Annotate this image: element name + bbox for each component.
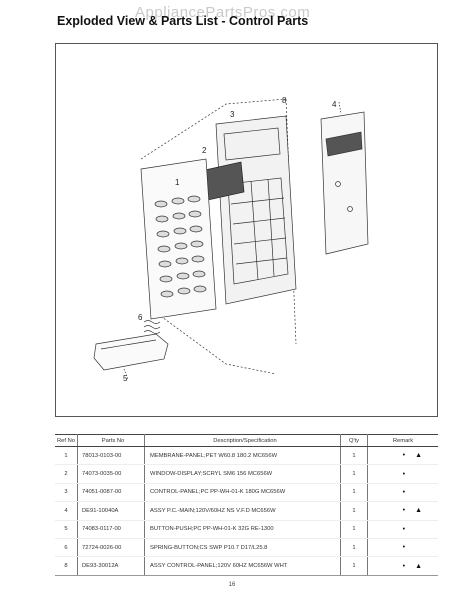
- cell-description: ASSY CONTROL-PANEL;120V 60HZ MC656W WHT: [144, 556, 341, 576]
- button-grid-area: [227, 177, 289, 285]
- bullet-mark: •: [402, 470, 406, 478]
- callout-4: 4: [332, 100, 337, 109]
- assembly-guide-line: [140, 98, 287, 160]
- cell-description: CONTROL-PANEL;PC PP-WH-01-K 180G MC656W: [144, 483, 341, 503]
- table-header-row: Ref No Parts No Description/Specificatio…: [55, 434, 438, 447]
- pcb-hole: [335, 181, 341, 187]
- cell-qty: 1: [340, 483, 368, 503]
- cell-part-no: 74051-0087-00: [77, 483, 145, 503]
- bullet-mark: •: [402, 562, 406, 570]
- cell-remark: •▲: [367, 483, 438, 503]
- cell-part-no: 74073-0035-00: [77, 464, 145, 484]
- table-row: 2 74073-0035-00 WINDOW-DISPLAY;SCRYL SM6…: [55, 464, 438, 484]
- cell-qty: 1: [340, 538, 368, 558]
- cell-ref: 5: [55, 520, 78, 539]
- button-grid-lines: [230, 197, 288, 265]
- callout-6: 6: [138, 313, 143, 322]
- cell-description: ASSY P.C.-MAIN;120V/60HZ NS V.F.D MC656W: [144, 501, 341, 521]
- header-remark: Remark: [367, 434, 438, 447]
- display-window-opening: [223, 127, 281, 161]
- cell-description: SPRING-BUTTON;CS SWP P10.7 D17/L25.8: [144, 538, 341, 558]
- cell-qty: 1: [340, 556, 368, 576]
- push-button: [93, 333, 169, 371]
- header-qty: Q'ty: [340, 434, 368, 447]
- cell-part-no: DE91-10040A: [77, 501, 145, 521]
- bullet-mark: •: [402, 488, 406, 496]
- button-grid-lines: [250, 178, 275, 281]
- cell-ref: 4: [55, 501, 78, 521]
- cell-remark: •▲: [367, 501, 438, 521]
- cell-ref: 8: [55, 556, 78, 576]
- watermark: AppliancePartsPros.com: [135, 4, 311, 21]
- callout-8: 8: [282, 96, 287, 105]
- cell-part-no: 78013-0103-00: [77, 446, 145, 466]
- cell-part-no: 74083-0117-00: [77, 520, 145, 539]
- callout-3: 3: [230, 110, 235, 119]
- cell-qty: 1: [340, 446, 368, 466]
- cell-remark: •▲: [367, 464, 438, 484]
- exploded-view-diagram: 8 3 4 2 1 6 5: [55, 43, 438, 417]
- warning-triangle-icon: ▲: [415, 452, 422, 460]
- vfd-display: [325, 131, 363, 157]
- cell-qty: 1: [340, 520, 368, 539]
- header-parts-no: Parts No: [77, 434, 145, 447]
- cell-qty: 1: [340, 501, 368, 521]
- cell-qty: 1: [340, 464, 368, 484]
- table-row: 8 DE93-30012A ASSY CONTROL-PANEL;120V 60…: [55, 556, 438, 576]
- callout-1: 1: [175, 178, 180, 187]
- table-row: 1 78013-0103-00 MEMBRANE-PANEL;PET W60.8…: [55, 446, 438, 466]
- cell-part-no: 72724-0026-00: [77, 538, 145, 558]
- page-title: Exploded View & Parts List - Control Par…: [57, 14, 309, 28]
- cell-remark: •▲: [367, 446, 438, 466]
- cell-ref: 6: [55, 538, 78, 558]
- cell-remark: •▲: [367, 520, 438, 539]
- table-row: 6 72724-0026-00 SPRING-BUTTON;CS SWP P10…: [55, 538, 438, 558]
- bullet-mark: •: [402, 507, 406, 515]
- button-spring: [143, 320, 161, 334]
- assembly-guide-line: [150, 308, 277, 375]
- cell-part-no: DE93-30012A: [77, 556, 145, 576]
- cell-remark: •▲: [367, 556, 438, 576]
- exploded-view-drawing: [93, 98, 369, 380]
- table-row: 3 74051-0087-00 CONTROL-PANEL;PC PP-WH-0…: [55, 483, 438, 503]
- bullet-mark: •: [402, 525, 406, 533]
- callout-5: 5: [123, 374, 128, 383]
- header-description: Description/Specification: [144, 434, 341, 447]
- table-row: 4 DE91-10040A ASSY P.C.-MAIN;120V/60HZ N…: [55, 501, 438, 521]
- warning-triangle-icon: ▲: [415, 507, 422, 515]
- bullet-mark: •: [402, 544, 406, 552]
- page-number: 16: [228, 582, 236, 588]
- cell-description: BUTTON-PUSH;PC PP-WH-01-K 32G RE-1300: [144, 520, 341, 539]
- bullet-mark: •: [402, 452, 406, 460]
- callout-2: 2: [202, 146, 207, 155]
- parts-list-table: Ref No Parts No Description/Specificatio…: [55, 434, 438, 576]
- cell-ref: 1: [55, 446, 78, 466]
- table-row: 5 74083-0117-00 BUTTON-PUSH;PC PP-WH-01-…: [55, 520, 438, 539]
- header-ref-no: Ref No: [55, 434, 78, 447]
- cell-ref: 3: [55, 483, 78, 503]
- warning-triangle-icon: ▲: [415, 562, 422, 570]
- cell-ref: 2: [55, 464, 78, 484]
- cell-remark: •▲: [367, 538, 438, 558]
- cell-description: WINDOW-DISPLAY;SCRYL SM6 156 MC656W: [144, 464, 341, 484]
- cell-description: MEMBRANE-PANEL;PET W60.8 180.2 MC656W: [144, 446, 341, 466]
- pcb-hole: [347, 206, 353, 212]
- control-panel-frame: [215, 115, 297, 305]
